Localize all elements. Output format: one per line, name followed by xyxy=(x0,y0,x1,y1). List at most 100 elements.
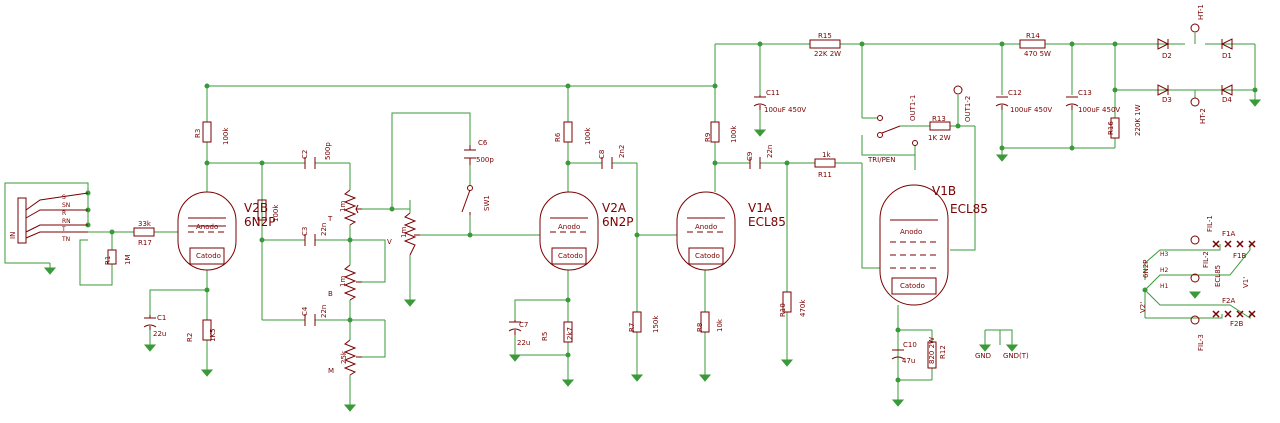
pot-v-name: V xyxy=(387,238,392,246)
r2-name: R2 xyxy=(186,333,194,342)
r11-body xyxy=(814,158,836,168)
r1-value: 1M xyxy=(124,255,132,266)
v2a-type: 6N2P xyxy=(602,215,633,229)
c10-symbol xyxy=(891,349,905,360)
c11-value: 100uF 450V xyxy=(764,106,806,114)
r13-value: 1K 2W xyxy=(928,134,951,142)
fil2-terminal xyxy=(1190,273,1200,283)
f1a-label: F1A xyxy=(1222,230,1235,238)
c7-name: C7 xyxy=(519,321,528,329)
r3-body xyxy=(202,121,212,143)
v2b-anode: Anodo xyxy=(196,223,218,231)
r9-value: 100k xyxy=(730,125,738,143)
c1-name: C1 xyxy=(157,314,166,322)
jack-pin-t: T xyxy=(61,226,66,233)
d1-label: D1 xyxy=(1222,52,1232,60)
fil1-terminal xyxy=(1190,235,1200,245)
r14-name: R14 xyxy=(1026,32,1040,40)
d4-symbol xyxy=(1220,84,1233,96)
v2a-anode: Anodo xyxy=(558,223,580,231)
c4-symbol xyxy=(304,314,316,326)
c9-name: C9 xyxy=(746,152,754,161)
jack-pin-sn: SN xyxy=(62,202,70,209)
v2b-type: 6N2P xyxy=(244,215,275,229)
r15-value: 22K 2W xyxy=(814,50,841,58)
v1a-cathode: Catodo xyxy=(695,252,720,260)
r6-value: 100k xyxy=(584,127,592,145)
r17-value: 33k xyxy=(138,220,152,228)
fuse-symbols xyxy=(1212,240,1256,318)
r11-name: R11 xyxy=(818,171,832,179)
r10-body xyxy=(782,291,792,313)
d4-label: D4 xyxy=(1222,96,1232,104)
v2a-name: V2A xyxy=(602,201,627,215)
c4-value: 22n xyxy=(320,305,328,318)
c12-value: 100uF 450V xyxy=(1010,106,1052,114)
pot-t-name: T xyxy=(327,215,333,223)
v1b-type: ECL85 xyxy=(950,202,988,216)
v1b-anode: Anodo xyxy=(900,228,922,236)
r5-body xyxy=(563,321,573,343)
c13-symbol xyxy=(1065,96,1079,110)
c11-name: C11 xyxy=(766,89,780,97)
r2-body xyxy=(202,319,212,341)
c2-value: 500p xyxy=(324,142,332,160)
pot-b-symbol xyxy=(343,264,362,301)
out12-label: OUT1-2 xyxy=(964,96,972,122)
v1a-type: ECL85 xyxy=(748,215,786,229)
r12-value: 820 2W xyxy=(928,337,936,364)
d1-symbol xyxy=(1220,38,1233,50)
ground-symbols xyxy=(43,99,1262,412)
v1b-name: V1B xyxy=(932,184,956,198)
h3-label: H3 xyxy=(1160,251,1169,258)
pot-m-name: M xyxy=(328,367,334,375)
r11-value: 1k xyxy=(822,151,831,159)
v2b-cathode: Catodo xyxy=(196,252,221,260)
r4-value: 100k xyxy=(272,204,280,222)
r13-name: R13 xyxy=(932,115,946,123)
r12-body xyxy=(927,341,937,369)
c11-symbol xyxy=(753,95,767,110)
tube-v2b-symbol xyxy=(177,191,237,271)
r6-name: R6 xyxy=(554,132,562,142)
v2b-name: V2B xyxy=(244,201,268,215)
gnd-label: GND xyxy=(975,352,991,360)
r14-body xyxy=(1019,39,1046,49)
h2-label: H2 xyxy=(1160,267,1169,274)
h1-label: H1 xyxy=(1160,283,1169,290)
jack-label: IN xyxy=(9,232,17,239)
c13-name: C13 xyxy=(1078,89,1092,97)
labels: IN S SN R RN T TN R1 1M 33k R17 R3 100k … xyxy=(9,4,1250,375)
pot-b-name: B xyxy=(328,290,333,298)
f2a-label: F2A xyxy=(1222,297,1235,305)
r14-value: 470 5W xyxy=(1024,50,1051,58)
jack-pin-r: R xyxy=(62,210,66,217)
r3-name: R3 xyxy=(194,129,202,138)
pot-t-value: 1m xyxy=(339,201,347,212)
r8-name: R8 xyxy=(696,323,704,332)
c3-symbol xyxy=(304,234,316,246)
gndt-label: GND(T) xyxy=(1003,352,1029,360)
f2b-label: F2B xyxy=(1230,320,1243,328)
r9-body xyxy=(710,121,720,143)
c9-value: 22n xyxy=(766,145,774,158)
r16-body xyxy=(1110,117,1120,139)
c3-value: 22n xyxy=(320,223,328,236)
fil3-label: FIL-3 xyxy=(1197,334,1205,351)
c6-value: 500p xyxy=(476,156,494,164)
r3-value: 100k xyxy=(222,127,230,145)
out11-label: OUT1-1 xyxy=(909,95,917,121)
tube-v2a-symbol xyxy=(539,191,599,271)
ht1-terminal xyxy=(1190,23,1200,33)
v1b-cathode: Catodo xyxy=(900,282,925,290)
c4-name: C4 xyxy=(301,306,309,316)
c1-value: 22u xyxy=(153,330,166,338)
r2-value: 1K5 xyxy=(209,329,217,343)
d3-label: D3 xyxy=(1162,96,1172,104)
r16-name: R16 xyxy=(1107,121,1115,135)
r17-body xyxy=(133,227,155,237)
c6-name: C6 xyxy=(478,139,488,147)
fil3-terminal xyxy=(1190,315,1200,325)
